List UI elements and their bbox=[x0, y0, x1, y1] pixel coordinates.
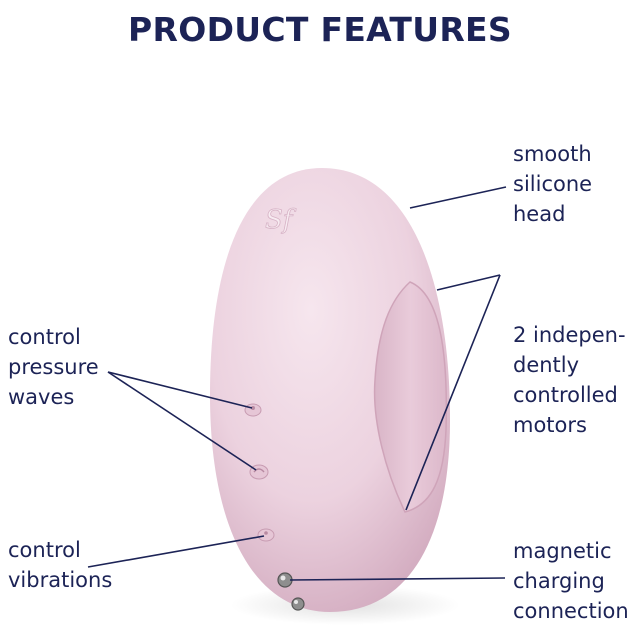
product-body bbox=[210, 168, 450, 612]
leader-line-head bbox=[409, 186, 507, 209]
label-charging-line-3: connection bbox=[513, 599, 629, 623]
leader-line-motor-upper bbox=[436, 274, 501, 291]
pressure-button-upper-icon[interactable] bbox=[244, 403, 262, 417]
brand-logo-icon: Sf bbox=[265, 205, 297, 235]
label-motors-line-2: dently bbox=[513, 353, 580, 377]
leader-line-charging bbox=[289, 577, 506, 581]
label-smooth-head-line-3: head bbox=[513, 202, 566, 226]
label-pressure-line-2: pressure bbox=[8, 355, 99, 379]
vibration-button-icon[interactable] bbox=[257, 528, 275, 542]
leader-lines bbox=[87, 186, 507, 581]
label-charging-line-2: charging bbox=[513, 569, 605, 593]
label-motors-line-4: motors bbox=[513, 413, 587, 437]
label-motors-line-1: 2 indepen- bbox=[513, 323, 626, 347]
label-motors-line-3: controlled bbox=[513, 383, 618, 407]
leader-line-pressure-lower bbox=[107, 371, 257, 471]
label-smooth-head-line-2: silicone bbox=[513, 172, 593, 196]
charging-contact-lower-icon bbox=[291, 597, 305, 611]
label-vibrations: control vibrations bbox=[8, 535, 112, 595]
leader-line-vibration bbox=[87, 535, 265, 568]
label-smooth-head: smooth silicone head bbox=[513, 139, 592, 229]
page-title: PRODUCT FEATURES bbox=[128, 10, 512, 49]
label-charging-line-1: magnetic bbox=[513, 539, 612, 563]
label-pressure: control pressure waves bbox=[8, 322, 99, 412]
label-vibrations-line-1: control bbox=[8, 538, 81, 562]
label-pressure-line-1: control bbox=[8, 325, 81, 349]
label-pressure-line-3: waves bbox=[8, 385, 75, 409]
label-charging: magnetic charging connection bbox=[513, 536, 629, 626]
leader-line-motor-lower bbox=[405, 274, 501, 511]
label-smooth-head-line-1: smooth bbox=[513, 142, 592, 166]
label-vibrations-line-2: vibrations bbox=[8, 568, 113, 592]
charging-contact-upper-icon bbox=[277, 572, 293, 588]
label-motors: 2 indepen- dently controlled motors bbox=[513, 320, 626, 440]
leader-line-pressure-upper bbox=[107, 371, 253, 409]
